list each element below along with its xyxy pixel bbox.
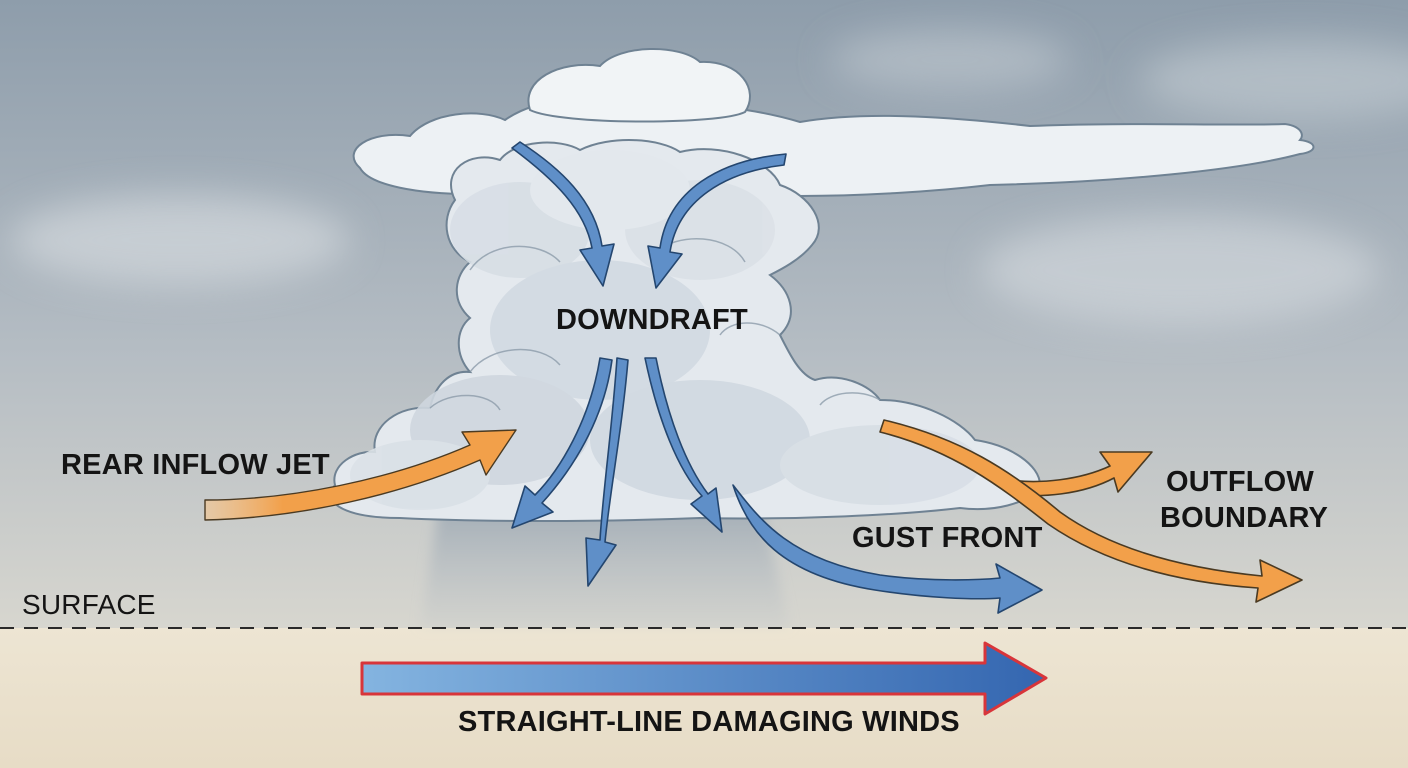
rain-shaft [420,500,790,628]
downdraft-arrow-lower-right [644,357,723,533]
outflow-boundary-label-line1: OUTFLOW [1166,466,1314,498]
cloud-top-dome [527,47,751,123]
rear-inflow-jet-arrow [204,429,517,521]
gust-front-arrow [732,484,1043,614]
outflow-arrows [879,419,1303,603]
straight-line-winds-arrow [360,641,1048,716]
downdraft-arrow-lower-center [585,357,629,587]
downdraft-arrows [511,141,1043,614]
downdraft-arrow-upper-left [511,141,615,287]
straight-line-winds-label: STRAIGHT-LINE DAMAGING WINDS [458,706,960,738]
background-haze [10,30,1408,325]
downdraft-arrow-lower-left [511,357,613,529]
downdraft-arrow-upper-right [647,153,787,289]
outflow-boundary-label-line2: BOUNDARY [1160,502,1329,534]
ground-background [0,628,1408,768]
gust-front-label: GUST FRONT [852,522,1043,554]
outflow-arrow-lower [879,419,1303,603]
rear-inflow-jet-label: REAR INFLOW JET [61,449,330,481]
downdraft-label: DOWNDRAFT [556,304,748,336]
surface-label: SURFACE [22,589,156,620]
